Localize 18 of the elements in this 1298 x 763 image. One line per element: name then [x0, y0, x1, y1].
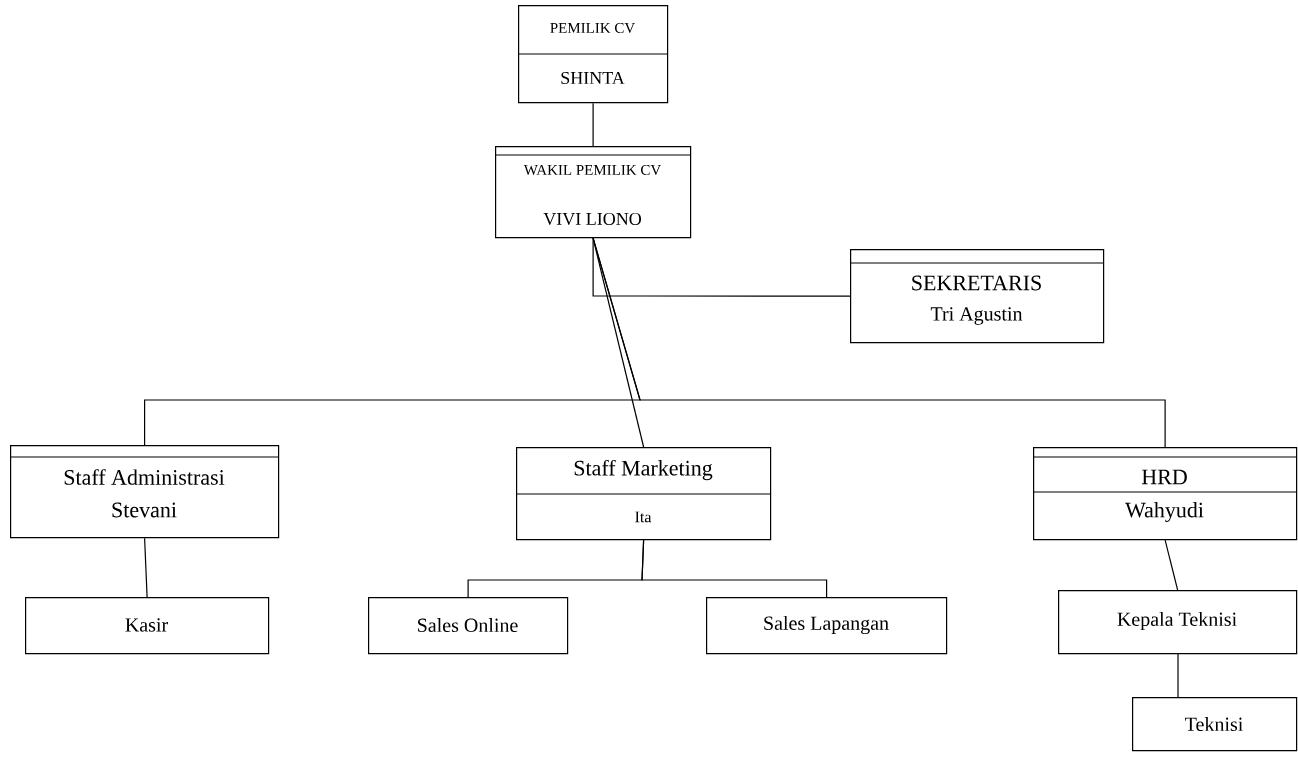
org-box: Sales Online	[368, 597, 569, 655]
connector-line	[144, 537, 148, 598]
org-box: PEMILIK CV SHINTA	[517, 5, 669, 104]
connector-line	[641, 539, 828, 598]
org-box: Staff Administrasi Stevani	[9, 445, 280, 539]
org-box: WAKIL PEMILIK CV VIVI LIONO	[494, 146, 692, 239]
org-box: Kepala Teknisi	[1058, 590, 1298, 655]
org-box: HRD Wahyudi	[1032, 447, 1298, 541]
org-box: Teknisi	[1132, 697, 1298, 752]
connector-line	[1177, 652, 1179, 698]
connector-line	[592, 237, 1166, 448]
connector-line	[592, 237, 851, 297]
org-box: Sales Lapangan	[706, 597, 948, 655]
org-box: SEKRETARIS Tri Agustin	[849, 249, 1105, 344]
org-box: Staff Marketing Ita	[515, 447, 772, 541]
org-box: Kasir	[25, 597, 270, 655]
connector-line	[592, 102, 594, 147]
connector-line	[1164, 539, 1179, 591]
